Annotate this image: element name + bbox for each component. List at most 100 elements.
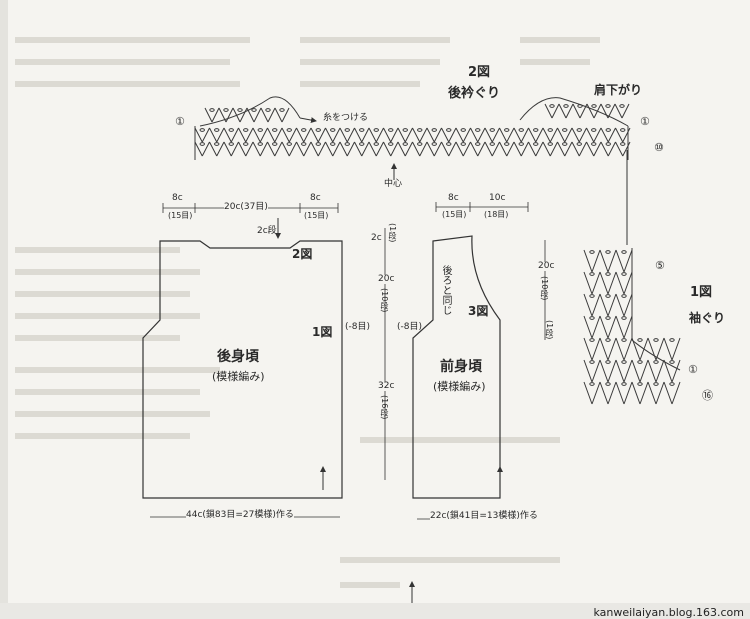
chain-stitch [286, 128, 292, 132]
center-body-rows: (16段) [380, 395, 389, 420]
stitch-cross [499, 127, 515, 143]
chain-stitch [637, 382, 643, 386]
stitch-cross [631, 381, 649, 405]
stitch-cross [599, 359, 617, 383]
chain-stitch [251, 108, 257, 112]
front-neck-sts: (18目) [484, 210, 509, 219]
stitch-cross [557, 127, 573, 143]
stitch-cross [455, 141, 471, 157]
front-shoulder-sts: (15目) [442, 210, 467, 219]
chain-stitch [589, 250, 595, 254]
stitch-cross [599, 315, 617, 339]
chain-stitch [344, 128, 350, 132]
stitch-cross [557, 141, 573, 157]
attach-yarn-note: 糸をつける [323, 113, 369, 123]
chain-stitch [621, 316, 627, 320]
chain-stitch [272, 128, 278, 132]
front-armhole-dec: (-8目) [397, 322, 422, 332]
chain-stitch [243, 128, 249, 132]
chain-stitch [653, 338, 659, 342]
stitch-cross [223, 141, 239, 157]
right-shoulder-curve [519, 97, 629, 127]
stitch-cross [194, 141, 210, 157]
chain-stitch [330, 142, 336, 146]
chain-stitch [589, 338, 595, 342]
chain-stitch [605, 338, 611, 342]
stitch-cross [586, 127, 602, 143]
chain-stitch [547, 142, 553, 146]
neck-marker-1-right: ① [640, 115, 650, 128]
stitch-cross [484, 127, 500, 143]
chain-stitch [359, 128, 365, 132]
chain-stitch [589, 294, 595, 298]
stitch-cross [252, 127, 268, 143]
stitch-cross [383, 127, 399, 143]
chain-stitch [576, 128, 582, 132]
chain-stitch [621, 272, 627, 276]
chain-stitch [591, 104, 597, 108]
stitch-cross [583, 381, 601, 405]
stitch-cross [274, 107, 290, 123]
stitch-cross [339, 127, 355, 143]
center-top-dim: 2c [371, 233, 382, 243]
chain-stitch [589, 382, 595, 386]
chain-stitch [315, 142, 321, 146]
center-body-dim: 32c [378, 381, 395, 391]
chain-stitch [533, 142, 539, 146]
stitch-cross [513, 141, 529, 157]
neck-chart-subtitle: 後衿ぐり [448, 86, 501, 101]
chain-stitch [605, 294, 611, 298]
front-body-title: 前身頃 [440, 359, 482, 375]
back-fig2-ref: 2図 [292, 247, 313, 261]
front-shoulder: 8c [448, 193, 459, 203]
footer-bar [0, 603, 750, 619]
chain-stitch [388, 128, 394, 132]
stitch-cross [542, 141, 558, 157]
chain-stitch [533, 128, 539, 132]
front-bottom-dim: 22c(鎖41目=13模様)作る [430, 511, 538, 521]
back-body-pattern: (模様編み) [212, 370, 265, 383]
chain-stitch [621, 294, 627, 298]
chain-stitch [199, 128, 205, 132]
stitch-cross [281, 127, 297, 143]
stitch-cross [599, 381, 617, 405]
stitch-cross [441, 141, 457, 157]
chain-stitch [669, 338, 675, 342]
chain-stitch [237, 108, 243, 112]
chain-stitch [344, 142, 350, 146]
chain-stitch [446, 128, 452, 132]
chain-stitch [460, 128, 466, 132]
chain-stitch [605, 272, 611, 276]
chain-stitch [547, 128, 553, 132]
chain-stitch [209, 108, 215, 112]
stitch-cross [484, 141, 500, 157]
stitch-cross [528, 141, 544, 157]
chain-stitch [301, 142, 307, 146]
chain-stitch [653, 360, 659, 364]
neck-marker-1-left: ① [175, 115, 185, 128]
chain-stitch [417, 142, 423, 146]
chain-stitch [620, 142, 626, 146]
chain-stitch [591, 128, 597, 132]
chain-stitch [475, 128, 481, 132]
chain-stitch [605, 360, 611, 364]
stitch-cross [542, 127, 558, 143]
chain-stitch [388, 142, 394, 146]
stitch-cross [631, 359, 649, 383]
stitch-cross [663, 381, 681, 405]
stitch-cross [354, 141, 370, 157]
front-armhole-h: 20c [538, 261, 555, 271]
stitch-cross [615, 315, 633, 339]
stitch-cross [615, 381, 633, 405]
stitch-cross [252, 141, 268, 157]
chain-stitch [589, 360, 595, 364]
chain-stitch [460, 142, 466, 146]
center-armhole-dim: 20c [378, 274, 395, 284]
stitch-cross [600, 141, 616, 157]
armhole-marker-16: ⑯ [702, 389, 713, 402]
stitch-cross [194, 127, 210, 143]
neck-edge [194, 126, 629, 160]
stitch-cross [615, 359, 633, 383]
center-label: 中心 [384, 179, 403, 189]
